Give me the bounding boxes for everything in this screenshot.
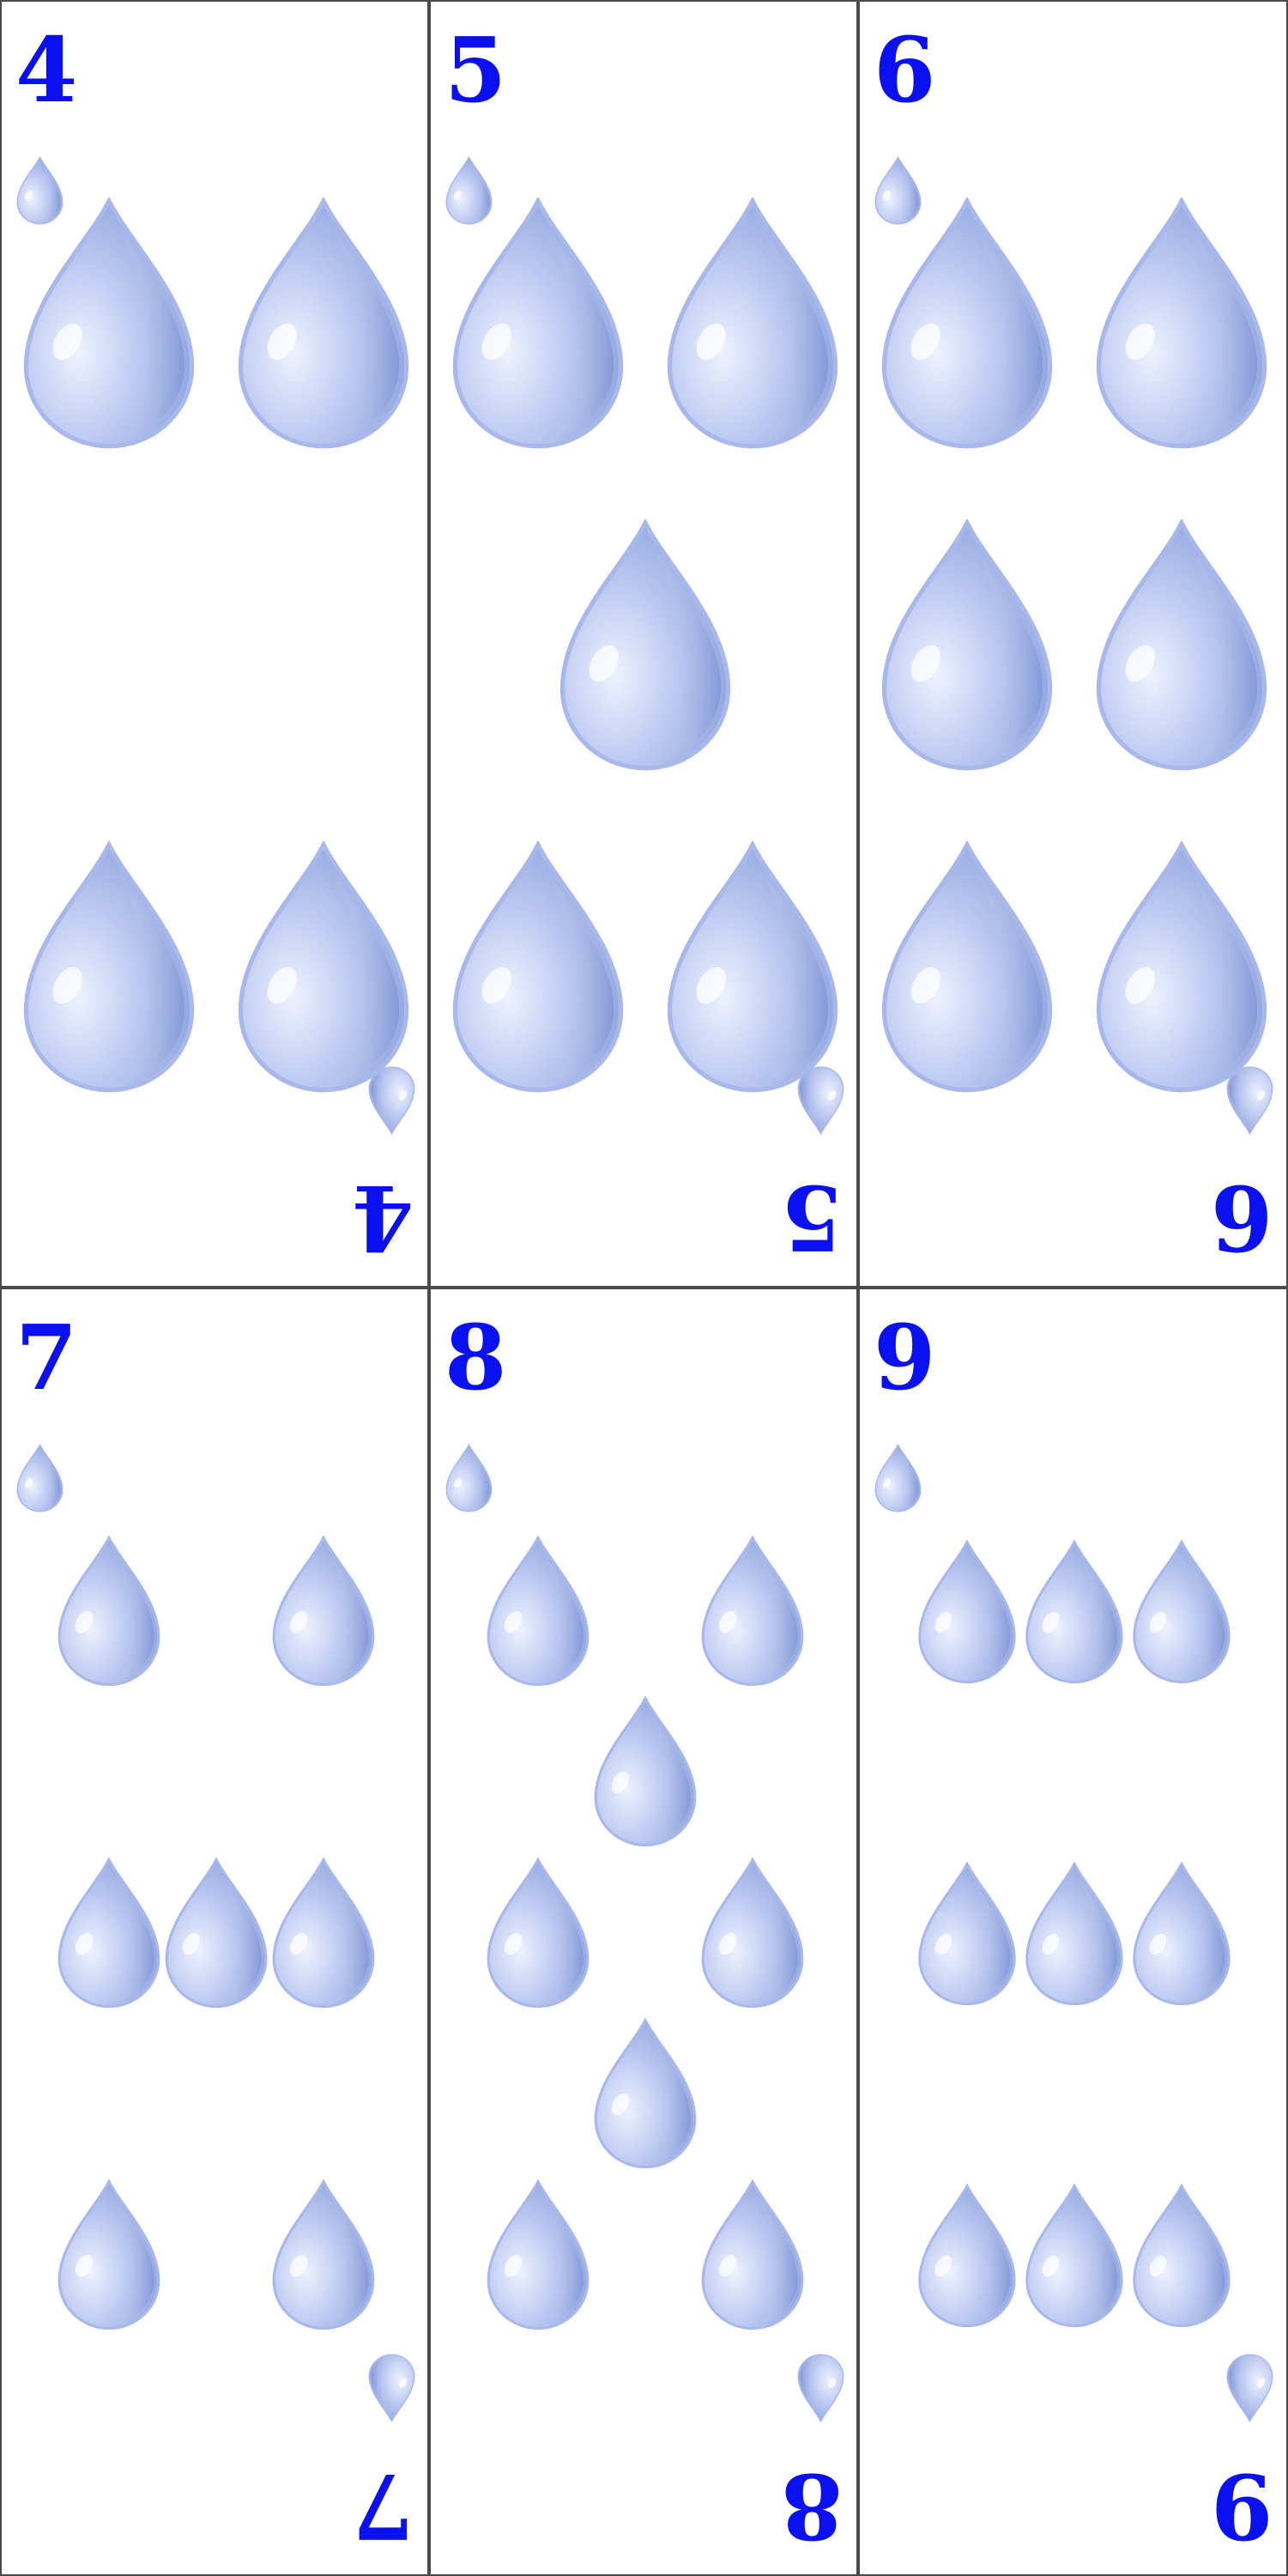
drop-pip-icon	[1091, 519, 1272, 772]
rank-bottom: 7	[351, 2453, 414, 2559]
drop-pip-icon	[484, 1536, 592, 1687]
corner-drop-icon	[1225, 1066, 1274, 1135]
corner-drop-icon	[1225, 2354, 1274, 2422]
drop-pip-icon	[1130, 2184, 1233, 2328]
drop-pip-icon	[269, 1858, 378, 2009]
drop-pip-icon	[1023, 1540, 1126, 1684]
drop-pip-icon	[1091, 197, 1272, 450]
drop-pip-icon	[916, 2184, 1019, 2328]
drop-pip-icon	[233, 197, 414, 450]
drop-pip-icon	[916, 1540, 1019, 1684]
drop-pip-icon	[1130, 1540, 1233, 1684]
drop-pip-icon	[448, 197, 628, 450]
drop-pip-icon	[484, 1858, 592, 2009]
corner-drop-icon	[367, 1066, 416, 1135]
drop-pip-icon	[55, 2179, 163, 2331]
rank-top: 5	[444, 17, 507, 123]
drop-pip-icon	[1023, 2184, 1126, 2328]
drop-pip-icon	[662, 197, 843, 450]
corner-drop-icon	[444, 1444, 493, 1512]
drop-pip-icon	[916, 1862, 1019, 2006]
corner-drop-icon	[367, 2354, 416, 2422]
corner-drop-icon	[874, 1444, 922, 1512]
drop-pip-icon	[269, 1536, 378, 1687]
rank-bottom: 8	[780, 2453, 843, 2559]
drop-pip-icon	[662, 841, 843, 1094]
drop-pip-icon	[877, 197, 1057, 450]
drop-pip-icon	[448, 841, 628, 1094]
card-9[interactable]: 9 9	[858, 1288, 1288, 2576]
drop-pip-icon	[698, 1536, 807, 1687]
corner-drop-icon	[796, 1066, 845, 1135]
drop-pip-icon	[698, 2179, 807, 2331]
rank-top: 7	[15, 1305, 78, 1410]
drop-pip-icon	[555, 519, 735, 772]
drop-pip-icon	[19, 841, 199, 1094]
drop-pip-icon	[233, 841, 414, 1094]
corner-drop-icon	[796, 2354, 845, 2422]
rank-bottom: 5	[780, 1165, 843, 1270]
rank-bottom: 4	[351, 1165, 414, 1270]
card-4[interactable]: 4 4	[0, 0, 429, 1288]
drop-pip-icon	[1130, 1862, 1233, 2006]
card-6[interactable]: 6 6	[858, 0, 1288, 1288]
card-8[interactable]: 8 8	[429, 1288, 858, 2576]
drop-pip-icon	[877, 841, 1057, 1094]
card-7[interactable]: 7 7	[0, 1288, 429, 2576]
rank-top: 8	[444, 1305, 507, 1410]
rank-bottom: 9	[1210, 2453, 1273, 2559]
drop-pip-icon	[162, 1858, 270, 2009]
drop-pip-icon	[1091, 841, 1272, 1094]
rank-top: 9	[874, 1305, 936, 1410]
drop-pip-icon	[1023, 1862, 1126, 2006]
drop-pip-icon	[877, 519, 1057, 772]
rank-top: 6	[874, 17, 936, 123]
corner-drop-icon	[15, 1444, 64, 1512]
rank-top: 4	[15, 17, 78, 123]
drop-pip-icon	[591, 2018, 699, 2169]
drop-pip-icon	[269, 2179, 378, 2331]
drop-pip-icon	[698, 1858, 807, 2009]
drop-pip-icon	[55, 1858, 163, 2009]
drop-pip-icon	[19, 197, 199, 450]
drop-pip-icon	[591, 1696, 699, 1847]
rank-bottom: 6	[1210, 1165, 1273, 1270]
drop-pip-icon	[55, 1536, 163, 1687]
card-5[interactable]: 5 5	[429, 0, 858, 1288]
drop-pip-icon	[484, 2179, 592, 2331]
